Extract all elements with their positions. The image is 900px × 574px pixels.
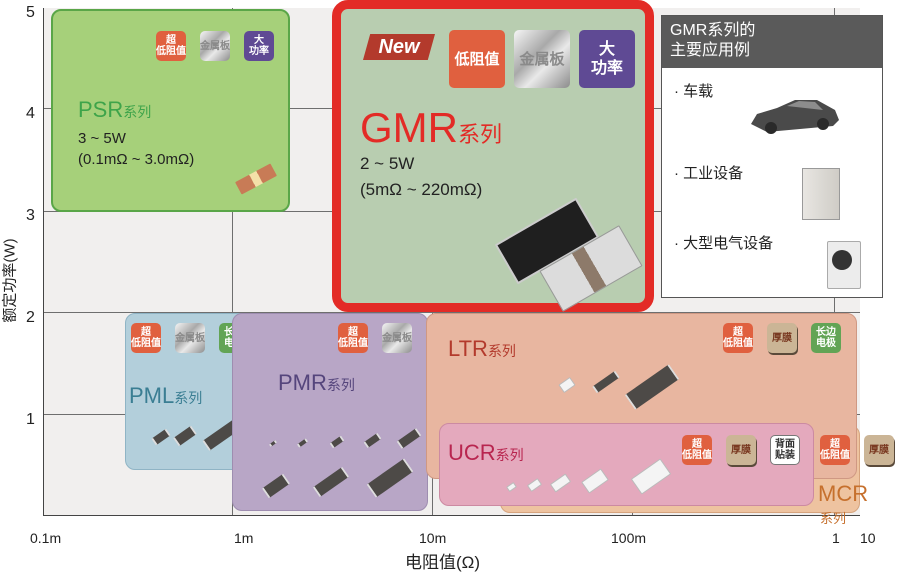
badge-text: 金属板	[175, 332, 205, 344]
badge: 超低阻值	[338, 323, 368, 353]
power-range: 2 ~ 5W	[360, 154, 415, 173]
badge-text: 大	[598, 41, 615, 58]
badge: 金属板	[200, 31, 230, 61]
series-label-pml: PML系列	[129, 383, 202, 409]
series-suffix: 系列	[458, 122, 503, 147]
y-axis-label: 额定功率(W)	[1, 238, 19, 323]
series-suffix: 系列	[123, 104, 152, 120]
badge-text: 长边	[816, 327, 836, 338]
badge-text: 金属板	[519, 50, 565, 68]
grid-line-y-2	[44, 312, 860, 313]
series-name: PML	[129, 383, 175, 408]
badge-text: 低阻值	[723, 338, 753, 349]
series-label-pmr: PMR系列	[278, 370, 355, 396]
badge-text: 超	[733, 327, 743, 338]
panel-title-line: GMR系列的	[670, 22, 756, 39]
badge-text: 低阻值	[820, 450, 850, 461]
resistance-range: (0.1mΩ ~ 3.0mΩ)	[78, 151, 195, 168]
washing-machine-icon	[827, 241, 861, 289]
badge-text: 厚膜	[772, 332, 792, 344]
y-tick-label: 5	[26, 4, 35, 21]
badge-text: 功率	[249, 46, 269, 57]
series-name: PMR	[278, 370, 327, 395]
badge-text: 金属板	[382, 332, 412, 344]
badge-text: 背面	[775, 439, 795, 450]
badge-text: 低阻值	[682, 450, 712, 461]
series-suffix: 系列	[326, 377, 355, 393]
x-tick-label: 0.1m	[30, 530, 62, 546]
badge-text: 低阻值	[454, 50, 500, 68]
series-label-ltr: LTR系列	[448, 336, 516, 362]
badge-text: 超	[141, 327, 151, 338]
badge: 超低阻值	[131, 323, 161, 353]
badge: 大功率	[244, 31, 274, 61]
y-tick-label: 3	[26, 207, 35, 224]
applications-panel-title: GMR系列的 主要应用例	[662, 16, 882, 68]
badge: 厚膜	[767, 323, 797, 353]
badge-text: 厚膜	[869, 444, 889, 456]
x-tick-label: 1m	[234, 530, 254, 546]
badge-text: 功率	[590, 60, 623, 77]
series-suffix: 系列	[174, 390, 203, 406]
y-axis	[43, 8, 44, 516]
power-range: 3 ~ 5W	[78, 130, 126, 147]
badge-text: 超	[692, 439, 702, 450]
badge: 金属板	[514, 30, 570, 88]
car-icon	[751, 100, 839, 134]
badge-text: 超	[166, 35, 176, 46]
badge-text: 低阻值	[131, 338, 161, 349]
new-tag: New	[363, 34, 435, 60]
y-tick-label: 2	[26, 309, 35, 326]
series-suffix-mcr: 系列	[820, 511, 847, 526]
y-tick-label: 1	[26, 411, 35, 428]
badge-text: 金属板	[200, 40, 230, 52]
industrial-equipment-icon	[802, 168, 840, 220]
badge: 低阻值	[449, 30, 505, 88]
badge: 超低阻值	[156, 31, 186, 61]
x-axis	[43, 515, 860, 516]
x-tick-label: 10	[860, 530, 876, 546]
series-name: GMR	[360, 104, 458, 151]
series-label-gmr: GMR系列	[360, 104, 502, 152]
badge-text: 贴装	[775, 450, 795, 461]
badge-text: 低阻值	[156, 46, 186, 57]
badge: 长边电极	[811, 323, 841, 353]
badge-text: 低阻值	[338, 338, 368, 349]
badge: 超低阻值	[820, 435, 850, 465]
badge: 厚膜	[726, 435, 756, 465]
series-name: UCR	[448, 440, 496, 465]
series-label-psr: PSR系列	[78, 97, 151, 123]
x-tick-label: 10m	[419, 530, 447, 546]
application-item: · 工业设备	[674, 165, 744, 182]
application-item: · 大型电气设备	[674, 235, 774, 252]
badge: 金属板	[382, 323, 412, 353]
badge-text: 电极	[816, 338, 836, 349]
series-name: LTR	[448, 336, 488, 361]
badge: 金属板	[175, 323, 205, 353]
application-item: · 车载	[674, 83, 714, 100]
badge-text: 厚膜	[731, 444, 751, 456]
y-tick-label: 4	[26, 105, 35, 122]
badge: 背面贴装	[770, 435, 800, 465]
series-suffix: 系列	[495, 447, 524, 463]
badge-text: 超	[830, 439, 840, 450]
resistance-range: (5mΩ ~ 220mΩ)	[360, 180, 483, 199]
series-suffix: 系列	[487, 343, 516, 359]
panel-title-line: 主要应用例	[670, 42, 751, 59]
badge: 厚膜	[864, 435, 894, 465]
x-tick-label: 1	[832, 530, 840, 546]
badge-text: 超	[348, 327, 358, 338]
badge: 超低阻值	[723, 323, 753, 353]
series-name: PSR	[78, 97, 124, 122]
badge: 超低阻值	[682, 435, 712, 465]
x-tick-label: 100m	[611, 530, 647, 546]
grid-line-x-1m	[232, 8, 233, 516]
series-label-mcr: MCR	[818, 481, 869, 506]
x-axis-label: 电阻值(Ω)	[405, 553, 481, 572]
badge-text: 大	[254, 35, 264, 46]
series-label-ucr: UCR系列	[448, 440, 524, 466]
applications-panel: GMR系列的 主要应用例 · 车载 · 工业设备 · 大型电气设备	[661, 15, 883, 298]
badge: 大功率	[579, 30, 635, 88]
